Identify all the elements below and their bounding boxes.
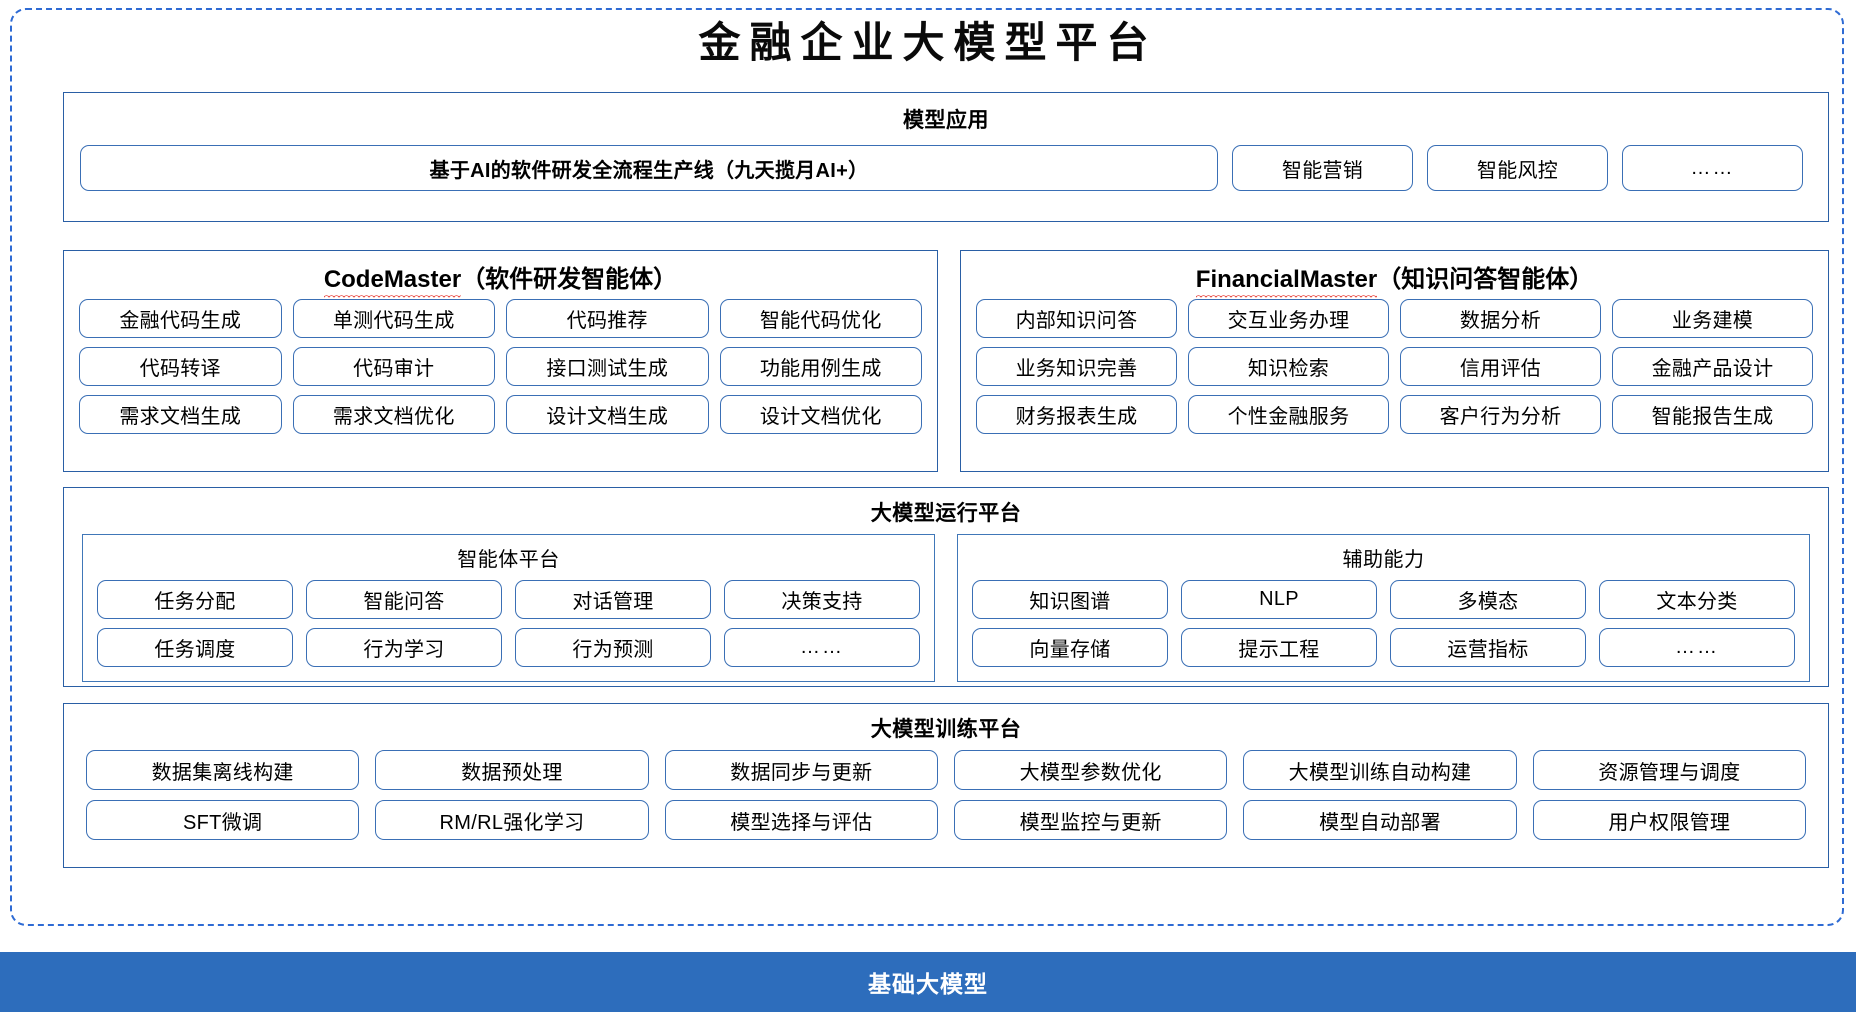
subpanel-title-agent-platform: 智能体平台 [457,549,560,571]
chip-assist-ability-item[interactable]: 知识图谱 [972,580,1168,619]
section-title-model-application: 模型应用 [903,109,989,132]
chip-code-master-item[interactable]: 设计文档生成 [506,395,709,434]
financial-master-name-en: FinancialMaster [1195,266,1378,299]
outer-dashed-frame [10,8,1844,926]
chip-financial-master-item[interactable]: 金融产品设计 [1612,347,1813,386]
chip-assist-ability-item[interactable]: 多模态 [1390,580,1586,619]
chip-agent-platform-item[interactable]: 智能问答 [306,580,502,619]
assist-ability-grid: 知识图谱 NLP 多模态 文本分类 向量存储 提示工程 运营指标 …… [972,580,1795,667]
chip-financial-master-item[interactable]: 业务建模 [1612,299,1813,338]
chip-code-master-item[interactable]: 代码转译 [79,347,282,386]
section-title-runtime-platform: 大模型运行平台 [870,502,1022,525]
runtime-subpanels: 智能体平台 任务分配 智能问答 对话管理 决策支持 任务调度 行为学习 行为预测… [82,534,1810,682]
subpanel-assist-ability: 辅助能力 知识图谱 NLP 多模态 文本分类 向量存储 提示工程 运营指标 …… [957,534,1810,682]
chip-agent-platform-item[interactable]: 行为学习 [306,628,502,667]
chip-code-master-item[interactable]: 金融代码生成 [79,299,282,338]
chip-code-master-item[interactable]: 需求文档优化 [292,395,495,434]
chip-financial-master-item[interactable]: 业务知识完善 [976,347,1177,386]
chip-assist-ability-item[interactable]: 提示工程 [1181,628,1377,667]
code-master-name-cn: （软件研发智能体） [461,266,678,293]
section-title-code-master: CodeMaster（软件研发智能体） [64,259,937,299]
chip-code-master-item[interactable]: 单测代码生成 [292,299,495,338]
chip-financial-master-item[interactable]: 信用评估 [1400,347,1601,386]
section-runtime-platform: 大模型运行平台 智能体平台 任务分配 智能问答 对话管理 决策支持 任务调度 行… [63,487,1829,687]
agent-platform-grid: 任务分配 智能问答 对话管理 决策支持 任务调度 行为学习 行为预测 …… [97,580,920,667]
chip-code-master-item[interactable]: 智能代码优化 [719,299,922,338]
financial-master-name-cn: （知识问答智能体） [1377,266,1594,293]
subpanel-title-assist-ability: 辅助能力 [1342,549,1425,571]
code-master-name-en: CodeMaster [323,266,462,299]
base-model-bar: 基础大模型 [0,952,1856,1012]
chip-training-item[interactable]: SFT微调 [86,800,360,840]
chip-financial-master-item[interactable]: 财务报表生成 [976,395,1177,434]
chip-agent-platform-item[interactable]: 行为预测 [515,628,711,667]
chip-training-item[interactable]: 大模型训练自动构建 [1243,750,1517,790]
chip-training-item[interactable]: 数据同步与更新 [664,750,938,790]
chip-financial-master-item[interactable]: 知识检索 [1188,347,1389,386]
chip-smart-marketing[interactable]: 智能营销 [1232,145,1413,191]
chip-assist-ability-item[interactable]: 文本分类 [1599,580,1795,619]
chip-financial-master-item[interactable]: 内部知识问答 [976,299,1177,338]
chip-training-item[interactable]: 大模型参数优化 [954,750,1228,790]
chip-assist-ability-item[interactable]: 运营指标 [1390,628,1586,667]
chip-agent-platform-item[interactable]: 决策支持 [724,580,920,619]
section-title-training-platform: 大模型训练平台 [870,718,1022,741]
section-code-master: CodeMaster（软件研发智能体） 金融代码生成 单测代码生成 代码推荐 智… [63,250,938,472]
chip-financial-master-item[interactable]: 个性金融服务 [1188,395,1389,434]
chip-more-apps[interactable]: …… [1622,145,1803,191]
chip-training-item[interactable]: 用户权限管理 [1532,800,1806,840]
training-platform-grid: 数据集离线构建 数据预处理 数据同步与更新 大模型参数优化 大模型训练自动构建 … [86,750,1806,840]
section-financial-master: FinancialMaster（知识问答智能体） 内部知识问答 交互业务办理 数… [960,250,1829,472]
chip-agent-platform-more[interactable]: …… [724,628,920,667]
chip-agent-platform-item[interactable]: 任务调度 [97,628,293,667]
model-application-row: 基于AI的软件研发全流程生产线（九天揽月AI+） 智能营销 智能风控 …… [80,145,1812,191]
chip-training-item[interactable]: RM/RL强化学习 [375,800,649,840]
chip-training-item[interactable]: 模型自动部署 [1243,800,1517,840]
chip-smart-risk-control[interactable]: 智能风控 [1427,145,1608,191]
chip-code-master-item[interactable]: 功能用例生成 [719,347,922,386]
chip-code-master-item[interactable]: 设计文档优化 [719,395,922,434]
section-model-application: 模型应用 基于AI的软件研发全流程生产线（九天揽月AI+） 智能营销 智能风控 … [63,92,1829,222]
page-title: 金融企业大模型平台 [698,18,1158,67]
section-training-platform: 大模型训练平台 数据集离线构建 数据预处理 数据同步与更新 大模型参数优化 大模… [63,703,1829,868]
chip-financial-master-item[interactable]: 交互业务办理 [1188,299,1389,338]
chip-ai-pipeline[interactable]: 基于AI的软件研发全流程生产线（九天揽月AI+） [80,145,1218,191]
chip-financial-master-item[interactable]: 智能报告生成 [1612,395,1813,434]
chip-training-item[interactable]: 数据预处理 [375,750,649,790]
chip-financial-master-item[interactable]: 数据分析 [1400,299,1601,338]
code-master-grid: 金融代码生成 单测代码生成 代码推荐 智能代码优化 代码转译 代码审计 接口测试… [79,299,922,434]
chip-training-item[interactable]: 模型选择与评估 [664,800,938,840]
chip-agent-platform-item[interactable]: 任务分配 [97,580,293,619]
financial-master-grid: 内部知识问答 交互业务办理 数据分析 业务建模 业务知识完善 知识检索 信用评估… [976,299,1813,434]
chip-financial-master-item[interactable]: 客户行为分析 [1400,395,1601,434]
subpanel-agent-platform: 智能体平台 任务分配 智能问答 对话管理 决策支持 任务调度 行为学习 行为预测… [82,534,935,682]
chip-assist-ability-item[interactable]: 向量存储 [972,628,1168,667]
chip-code-master-item[interactable]: 需求文档生成 [79,395,282,434]
chip-code-master-item[interactable]: 代码推荐 [506,299,709,338]
chip-assist-ability-more[interactable]: …… [1599,628,1795,667]
section-title-financial-master: FinancialMaster（知识问答智能体） [961,259,1828,299]
chip-training-item[interactable]: 数据集离线构建 [86,750,360,790]
chip-training-item[interactable]: 资源管理与调度 [1532,750,1806,790]
chip-code-master-item[interactable]: 接口测试生成 [506,347,709,386]
chip-code-master-item[interactable]: 代码审计 [292,347,495,386]
chip-training-item[interactable]: 模型监控与更新 [954,800,1228,840]
chip-assist-ability-item[interactable]: NLP [1181,580,1377,619]
base-model-label: 基础大模型 [868,971,988,997]
chip-agent-platform-item[interactable]: 对话管理 [515,580,711,619]
